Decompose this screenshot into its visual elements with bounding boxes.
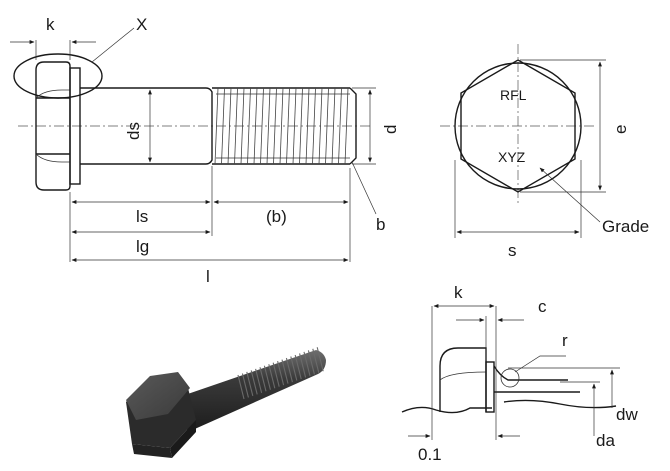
bolt-3d-head-top: [126, 372, 190, 420]
thread-line: [234, 87, 238, 165]
thread-3d-line: [272, 362, 280, 387]
thread-line: [240, 87, 245, 165]
label-r: r: [562, 331, 568, 350]
thread-line: [286, 87, 290, 165]
thread-line: [247, 87, 251, 165]
bolt-3d-shank: [176, 350, 326, 432]
thread-line: [299, 87, 303, 165]
thread-3d-line: [299, 353, 307, 378]
thread-3d-line: [237, 374, 245, 400]
label-e: e: [611, 125, 630, 134]
label-c: c: [538, 297, 547, 316]
detail-x-view: r k c dw da 0.1: [401, 283, 638, 464]
thread-3d-line: [241, 373, 249, 398]
thread-3d-line: [246, 371, 254, 397]
washer-circle: [454, 62, 582, 190]
thread-3d-line: [316, 347, 324, 372]
thread-3d-line: [268, 364, 276, 389]
thread-line: [312, 87, 316, 165]
thread-3d-line: [255, 368, 263, 393]
thread-line: [273, 87, 277, 165]
thread-3d-line: [263, 365, 271, 390]
thread-3d-line: [277, 361, 285, 386]
label-x: X: [136, 15, 147, 34]
thread-3d-line: [312, 348, 320, 373]
thread-chamfer: [349, 87, 357, 165]
thread-3d-line: [250, 370, 258, 395]
detail-circle-x: [13, 53, 103, 99]
hex-outline: [460, 59, 576, 193]
label-s: s: [508, 241, 517, 260]
bolt-side-view: X k ds d b ls (b) lg l: [10, 15, 400, 286]
thread-line: [266, 87, 271, 165]
detail-head: [439, 347, 487, 412]
label-k-top: k: [46, 15, 55, 34]
washer-face: [69, 67, 81, 185]
label-dw: dw: [616, 405, 638, 424]
label-ds: ds: [124, 122, 143, 140]
thread-line: [292, 87, 297, 165]
thread-line: [338, 87, 342, 165]
thread-line: [318, 87, 323, 165]
surface-line: [401, 406, 492, 414]
thread-3d-line: [290, 356, 298, 381]
thread-line: [253, 87, 258, 165]
thread-line: [279, 87, 284, 165]
thread-line: [214, 87, 219, 165]
hex-head-top-view: RFL XYZ e s Grade: [440, 44, 649, 260]
label-da: da: [596, 431, 615, 450]
thread-line: [331, 87, 336, 165]
detail-washer-face: [485, 361, 495, 413]
thread-3d-line: [294, 354, 302, 380]
bolt-3d-threads: [237, 347, 324, 400]
thread-line: [344, 87, 349, 165]
thread-3d-line: [281, 359, 289, 384]
thread-line: [227, 87, 232, 165]
label-lg: lg: [136, 237, 149, 256]
thread-3d-line: [259, 367, 267, 392]
thread-3d-line: [303, 351, 311, 377]
marking-rfl: RFL: [500, 87, 527, 103]
thread-lines: [214, 87, 349, 165]
label-l: l: [206, 267, 210, 286]
label-grade: Grade: [602, 217, 649, 236]
bolt-3d-render: [126, 347, 326, 458]
label-b: b: [376, 215, 385, 234]
label-ls: ls: [136, 207, 148, 226]
thread-3d-line: [307, 350, 315, 375]
thread-3d-line: [285, 357, 293, 383]
thread-line: [221, 87, 225, 165]
label-k-detail: k: [454, 283, 463, 302]
thread-line: [305, 87, 310, 165]
label-b-paren: (b): [266, 207, 287, 226]
label-offset: 0.1: [418, 445, 442, 464]
thread-line: [325, 87, 329, 165]
thread-line: [260, 87, 264, 165]
bolt-shank: [80, 87, 213, 165]
bolt-head-side: [35, 61, 71, 191]
marking-xyz: XYZ: [498, 149, 526, 165]
radius-circle: [500, 368, 520, 388]
label-d: d: [381, 125, 400, 134]
